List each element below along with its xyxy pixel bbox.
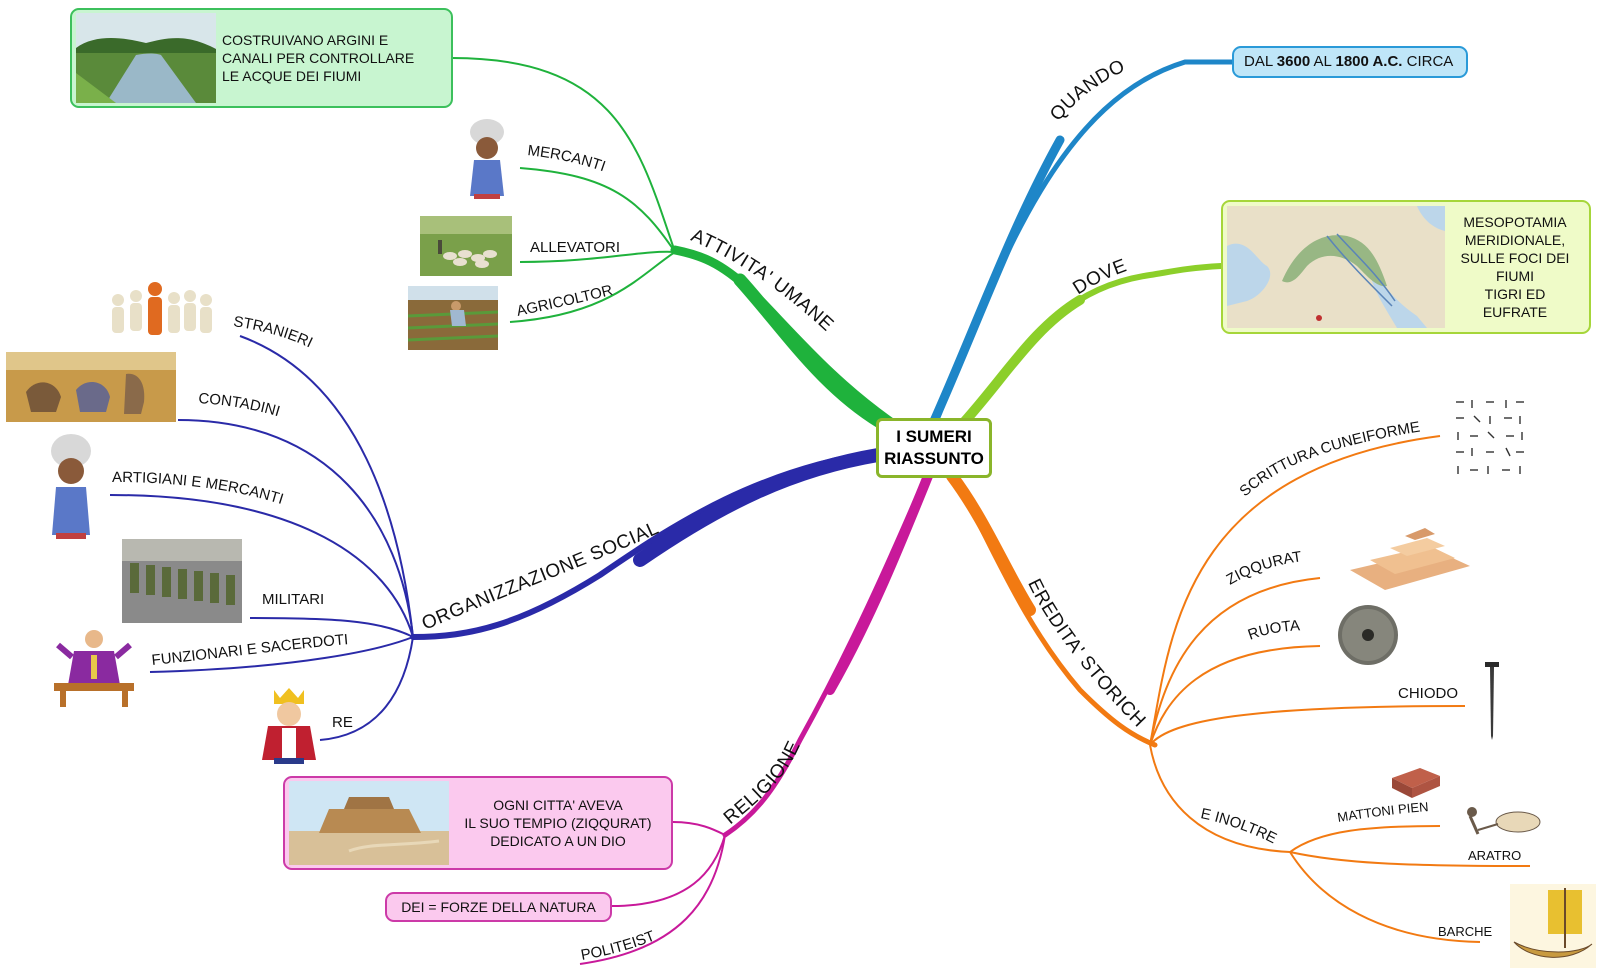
nail-image [1482, 660, 1502, 742]
branch-religione [722, 471, 933, 838]
religione-sub-lines [579, 821, 726, 965]
dove-box[interactable]: MESOPOTAMIA MERIDIONALE, SULLE FOCI DEI … [1221, 200, 1591, 334]
ziqqurat-temple-image [289, 781, 449, 865]
king-image [254, 684, 324, 766]
artisan-figure-image [46, 433, 96, 541]
wheel-image [1336, 603, 1400, 667]
inoltre-item-mattoni: MATTONI PIENI [0, 0, 1429, 825]
dove-text: MESOPOTAMIA MERIDIONALE, SULLE FOCI DEI … [1460, 214, 1570, 320]
attivita-box[interactable]: COSTRUIVANO ARGINI E CANALI PER CONTROLL… [70, 8, 453, 108]
eredita-item-scrittura: SCRITTURA CUNEIFORME [1236, 419, 1421, 500]
sociale-item-stranieri: STRANIERI [232, 313, 315, 351]
canal-image [76, 13, 216, 103]
central-topic-line2: RIASSUNTO [884, 449, 984, 468]
quando-box[interactable]: DAL 3600 AL 1800 A.C. CIRCA [1232, 46, 1468, 78]
attivita-label: ATTIVITA' UMANE [688, 225, 838, 336]
central-topic[interactable]: I SUMERI RIASSUNTO [876, 418, 992, 478]
sociale-item-militari: MILITARI [262, 591, 324, 608]
attivita-item-allevatori: ALLEVATORI [530, 239, 620, 256]
religione-dei-text: DEI = FORZE DELLA NATURA [401, 899, 596, 915]
quando-text: DAL 3600 AL 1800 A.C. CIRCA [1244, 53, 1454, 70]
quando-label: QUANDO [1046, 56, 1128, 125]
peasants-painting-image [6, 352, 176, 422]
merchant-figure-image [464, 118, 510, 200]
branch-dove [950, 263, 1224, 437]
branch-sociale [410, 448, 885, 640]
sociale-item-artigiani: ARTIGIANI E MERCANTI [112, 469, 285, 508]
cuneiform-writing-image [1450, 396, 1530, 486]
priest-image [50, 625, 138, 709]
boat-image [1510, 884, 1596, 968]
brick-image [1390, 760, 1442, 800]
sociale-item-funzionari: FUNZIONARI E SACERDOTI [151, 631, 349, 669]
branch-quando [925, 59, 1235, 435]
inoltre-item-aratro: ARATRO [1468, 848, 1521, 863]
religione-box-text: OGNI CITTA' AVEVA IL SUO TEMPIO (ZIQQURA… [464, 797, 652, 849]
sociale-item-contadini: CONTADINI [198, 390, 282, 420]
branch-attivita [670, 245, 900, 430]
religione-box-dei[interactable]: DEI = FORZE DELLA NATURA [385, 892, 612, 922]
foreigners-group-image [108, 280, 216, 338]
religione-label: RELIGIONE [720, 738, 805, 829]
attivita-sub-lines [451, 57, 676, 323]
mesopotamia-map-image [1227, 206, 1445, 328]
shepherd-sheep-image [420, 216, 512, 276]
branch-eredita [946, 470, 1158, 748]
eredita-item-inoltre: E INOLTRE [1199, 805, 1279, 847]
ziqqurat-model-image [1345, 520, 1475, 596]
attivita-box-text: COSTRUIVANO ARGINI E CANALI PER CONTROLL… [222, 32, 415, 84]
central-topic-line1: I SUMERI [896, 427, 972, 446]
eredita-item-ruota: RUOTA [1246, 617, 1301, 643]
sociale-item-re: RE [332, 714, 353, 731]
sociale-sub-lines [109, 335, 414, 741]
plough-image [1460, 800, 1550, 844]
inoltre-item-barche: BARCHE [1438, 924, 1493, 939]
eredita-sub-lines [1149, 435, 1531, 943]
eredita-item-chiodo: CHIODO [1398, 685, 1458, 702]
farmer-field-image [408, 286, 498, 350]
soldiers-image [122, 539, 242, 623]
religione-box-tempio[interactable]: OGNI CITTA' AVEVA IL SUO TEMPIO (ZIQQURA… [283, 776, 673, 870]
